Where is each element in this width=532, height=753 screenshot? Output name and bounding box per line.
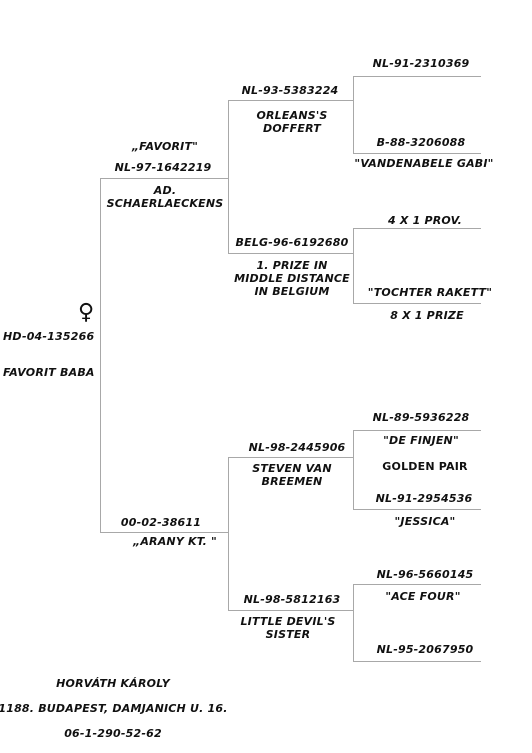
dam-sire-dam-ring: NL-91-2954536: [375, 492, 473, 505]
sire-sire-dam-name: "VANDENABELE GABI": [354, 157, 494, 170]
sire-dam-dam-name: "TOCHTER RAKETT": [367, 286, 493, 299]
dam-dam-line: [228, 610, 353, 611]
dam-sire-sire-name: "DE FINJEN": [383, 434, 459, 447]
sire-dam-dam-line: [353, 303, 481, 304]
dam-line: [100, 532, 228, 533]
sire-dam-sire-line: [353, 228, 481, 229]
sire-dam-achievement: 1. PRIZE IN MIDDLE DISTANCE IN BELGIUM: [234, 259, 350, 298]
dam-dam-sire-ring: NL-96-5660145: [376, 568, 474, 581]
dam-dam-sire-name: "ACE FOUR": [385, 590, 461, 603]
dam-sire-sire-line: [353, 430, 481, 431]
sire-sire-name: ORLEANS'S DOFFERT: [256, 109, 328, 135]
sire-dam-line: [228, 253, 353, 254]
dam-dam-vertical-line: [353, 584, 354, 661]
sire-breeder: AD. SCHAERLAECKENS: [106, 184, 224, 210]
dam-dam-name: LITTLE DEVIL'S SISTER: [240, 615, 336, 641]
dam-sire-ring: NL-98-2445906: [248, 441, 346, 454]
subject-name: FAVORIT BABA: [3, 366, 95, 379]
dam-sire-sire-ring: NL-89-5936228: [372, 411, 470, 424]
sire-dam-ring: BELG-96-6192680: [235, 236, 349, 249]
dam-sire-dam-line: [353, 509, 481, 510]
dam-sire-name: STEVEN VAN BREEMEN: [252, 462, 332, 488]
dam-dam-ring: NL-98-5812163: [243, 593, 341, 606]
dam-dam-sire-line: [353, 584, 481, 585]
sire-line: [100, 178, 228, 179]
sire-dam-dam-note: 8 X 1 PRIZE: [390, 309, 464, 322]
sire-vertical-line: [228, 100, 229, 253]
dam-vertical-line: [228, 457, 229, 610]
owner-phone: 06-1-290-52-62: [64, 727, 162, 740]
owner-name: HORVÁTH KÁROLY: [56, 677, 170, 690]
sire-sire-sire-ring: NL-91-2310369: [372, 57, 470, 70]
sire-sire-sire-line: [353, 76, 481, 77]
female-symbol-icon: ♀: [78, 300, 95, 325]
subject-ring: HD-04-135266: [3, 330, 95, 343]
dam-dam-dam-ring: NL-95-2067950: [376, 643, 474, 656]
dam-name: „ARANY KT. ": [133, 535, 217, 548]
dam-sire-dam-name: "JESSICA": [394, 515, 456, 528]
sire-sire-dam-ring: B-88-3206088: [376, 136, 466, 149]
dam-ring: 00-02-38611: [120, 516, 202, 529]
sire-sire-ring: NL-93-5383224: [241, 84, 339, 97]
sire-ring: NL-97-1642219: [114, 161, 212, 174]
dam-sire-sire-note: GOLDEN PAIR: [382, 460, 468, 473]
dam-sire-vertical-line: [353, 430, 354, 509]
sire-sire-vertical-line: [353, 76, 354, 153]
sire-nickname: „FAVORIT": [131, 140, 199, 153]
dam-dam-dam-line: [353, 661, 481, 662]
sire-sire-dam-line: [353, 153, 481, 154]
sire-sire-line: [228, 100, 353, 101]
owner-address: 1188. BUDAPEST, DAMJANICH U. 16.: [0, 702, 228, 715]
dam-sire-line: [228, 457, 353, 458]
sire-dam-vertical-line: [353, 228, 354, 303]
subject-vertical-line: [100, 178, 101, 533]
sire-dam-sire-note: 4 X 1 PROV.: [388, 214, 462, 227]
